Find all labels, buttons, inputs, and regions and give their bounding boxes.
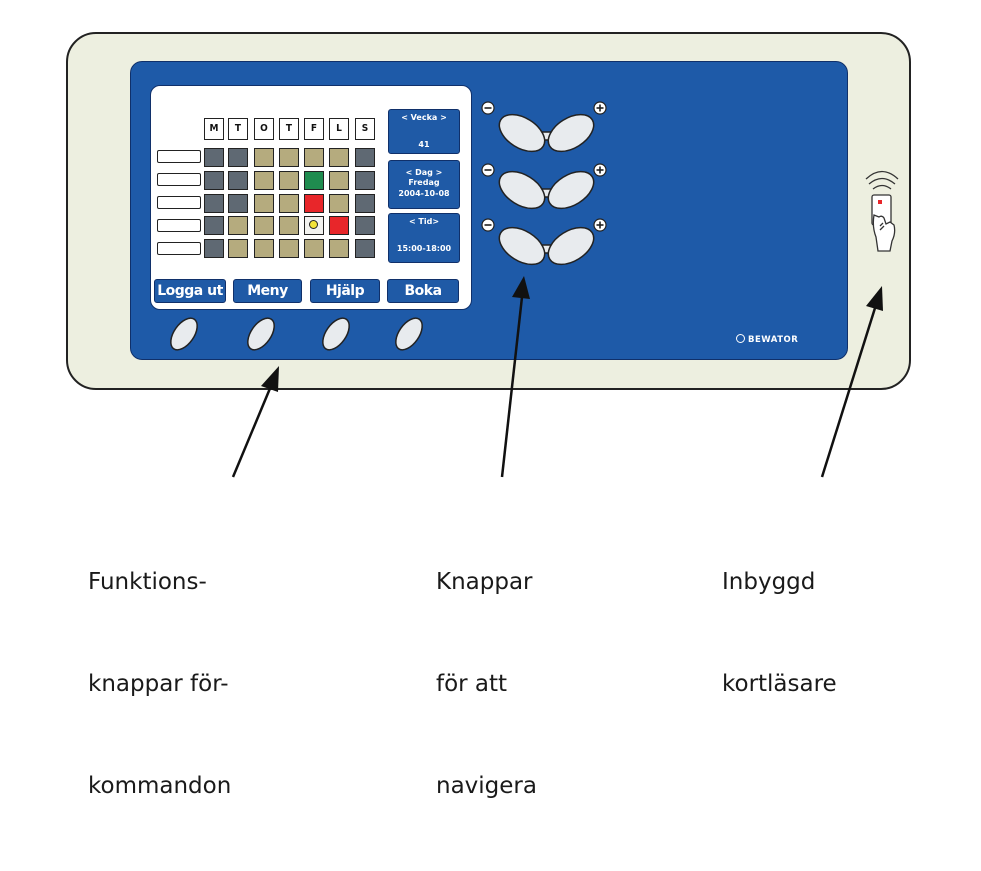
function-key-3[interactable] xyxy=(317,314,354,355)
function-key-4[interactable] xyxy=(390,314,427,355)
nav-1-minus-key[interactable] xyxy=(493,107,551,159)
callout-arrows xyxy=(233,276,883,477)
card-reader-icon[interactable] xyxy=(866,172,898,252)
nav-2-minus-key[interactable] xyxy=(493,164,551,216)
nav-1-plus-key[interactable] xyxy=(542,107,600,159)
nav-3-plus-key[interactable] xyxy=(542,220,600,272)
nav-2-plus-key[interactable] xyxy=(542,164,600,216)
arrow-head xyxy=(866,286,883,311)
nav-rocker-2[interactable] xyxy=(482,164,606,216)
caption-nav-keys: Knappar för att navigera xyxy=(436,497,537,871)
nav-3-minus-key[interactable] xyxy=(493,220,551,272)
nav-rocker-1[interactable] xyxy=(482,102,606,159)
function-key-2[interactable] xyxy=(242,314,279,355)
caption-card-reader: Inbyggd kortläsare xyxy=(722,497,837,769)
contactless-wave-icon xyxy=(866,172,898,190)
function-keys xyxy=(165,314,427,355)
function-key-1[interactable] xyxy=(165,314,202,355)
diagram: M T O T F L S < Vecka > 41 < Dag > Freda… xyxy=(0,0,981,655)
nav-rocker-3[interactable] xyxy=(482,219,606,272)
arrow-head xyxy=(261,366,279,392)
caption-function-keys: Funktions- knappar för- kommandon xyxy=(88,497,231,871)
arrow-head xyxy=(512,276,530,299)
